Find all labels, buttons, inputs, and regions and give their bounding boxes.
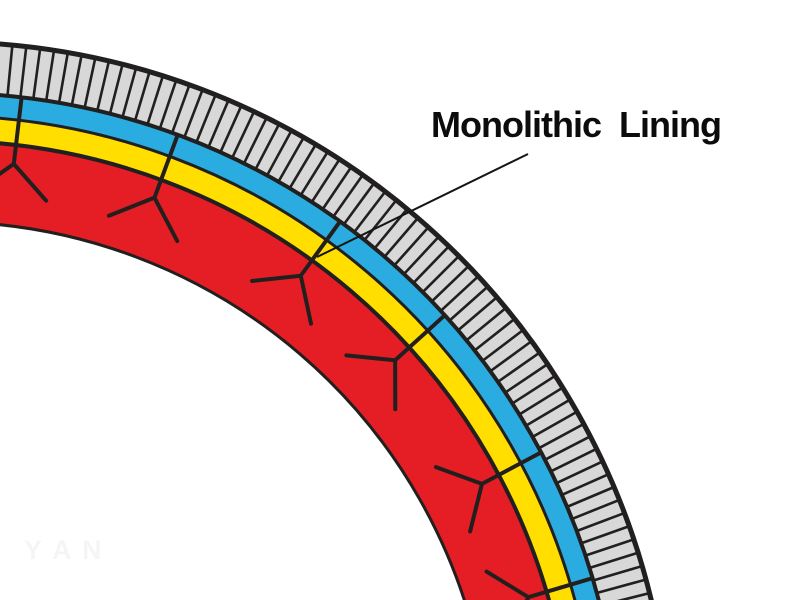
- brick-joint-line: [480, 327, 526, 363]
- brick-joint-line: [439, 274, 481, 313]
- brick-joint-line: [230, 109, 257, 160]
- brick-joint-line: [218, 103, 244, 154]
- brick-joint-line: [276, 135, 306, 184]
- brick-joint-line: [95, 58, 111, 112]
- anchor-y-mark: [0, 96, 49, 203]
- brick-joint-line: [456, 294, 500, 333]
- brick-joint-line: [549, 446, 599, 473]
- brick-joint-line: [531, 409, 580, 439]
- brick-joint-line: [108, 62, 125, 116]
- brick-joint-line: [430, 263, 472, 304]
- brick-joint-line: [588, 550, 641, 570]
- brick-joint-line: [182, 87, 205, 139]
- brick-joint-line: [320, 164, 354, 211]
- brick-joint-line: [503, 361, 550, 395]
- brick-joint-line: [411, 243, 452, 285]
- brick-joint-line: [362, 197, 399, 242]
- brick-joint-line: [510, 373, 558, 406]
- brick-joint-line: [421, 253, 462, 294]
- brick-joint-line: [83, 55, 98, 110]
- brick-joint-line: [579, 524, 632, 545]
- layer-boundary-arc-r630: [0, 141, 551, 600]
- brick-joint-line: [447, 284, 491, 323]
- brick-joint-line: [591, 564, 645, 582]
- monolithic-lining-layer-band: [0, 143, 549, 600]
- brick-joint-line: [392, 224, 431, 267]
- brick-joint-line: [265, 128, 294, 177]
- brick-joint-line: [242, 115, 269, 165]
- brick-joint-line: [206, 97, 231, 149]
- brick-joint-line: [19, 44, 28, 99]
- brick-joint-line: [57, 50, 70, 105]
- anchor-y-mark: [344, 313, 447, 412]
- monolithic-lining-label: Monolithic Lining: [431, 104, 722, 145]
- brick-joint-line: [133, 69, 152, 122]
- brick-joint-line: [158, 77, 179, 130]
- brick-joint-line: [253, 121, 282, 171]
- brick-joint-line: [6, 42, 14, 97]
- brick-joint-line: [121, 65, 138, 119]
- brick-joint-line: [517, 385, 566, 417]
- brick-joint-line: [352, 189, 388, 234]
- brick-joint-line: [31, 46, 42, 100]
- brick-joint-hatch-lines: [6, 42, 652, 600]
- brick-joint-line: [543, 434, 593, 462]
- brick-joint-line: [575, 511, 627, 533]
- brick-joint-line: [472, 316, 517, 353]
- brick-joint-line: [288, 142, 318, 190]
- brick-joint-line: [464, 305, 509, 342]
- brick-joint-line: [595, 577, 649, 595]
- brick-joint-line: [310, 156, 342, 204]
- layer-boundary-arc-r655: [0, 116, 577, 600]
- layer-boundary-arc-r729: [0, 41, 654, 600]
- brick-joint-line: [70, 52, 84, 107]
- brick-joint-line: [299, 149, 330, 197]
- brick-joint-line: [555, 459, 606, 485]
- anchor-y-mark: [433, 450, 543, 534]
- brick-joint-line: [616, 591, 652, 600]
- brick-joint-line: [382, 215, 421, 259]
- brick-joint-line: [565, 485, 617, 509]
- brick-joint-line: [145, 73, 165, 126]
- brick-joint-line: [170, 82, 192, 135]
- brick-joint-line: [342, 180, 377, 226]
- brick-joint-line: [194, 92, 218, 144]
- brick-joint-line: [584, 537, 637, 558]
- label-leader-line: [316, 153, 529, 258]
- watermark-text: Y A N: [24, 537, 104, 564]
- layer-boundary-arc-r549: [0, 223, 466, 600]
- brick-joint-line: [537, 421, 587, 450]
- anchor-y-mark: [250, 220, 342, 326]
- brick-joint-line: [560, 472, 611, 497]
- brick-joint-line: [496, 350, 543, 384]
- brick-joint-line: [524, 397, 573, 428]
- brick-joint-line: [44, 48, 56, 102]
- brick-joint-line: [402, 234, 442, 276]
- brick-joint-line: [331, 172, 365, 219]
- brick-joint-line: [488, 338, 534, 373]
- brick-joint-line: [570, 498, 622, 521]
- anchor-y-mark: [484, 569, 594, 600]
- layer-boundary-arc-r678: [0, 93, 601, 600]
- anchor-y-mark: [106, 133, 180, 244]
